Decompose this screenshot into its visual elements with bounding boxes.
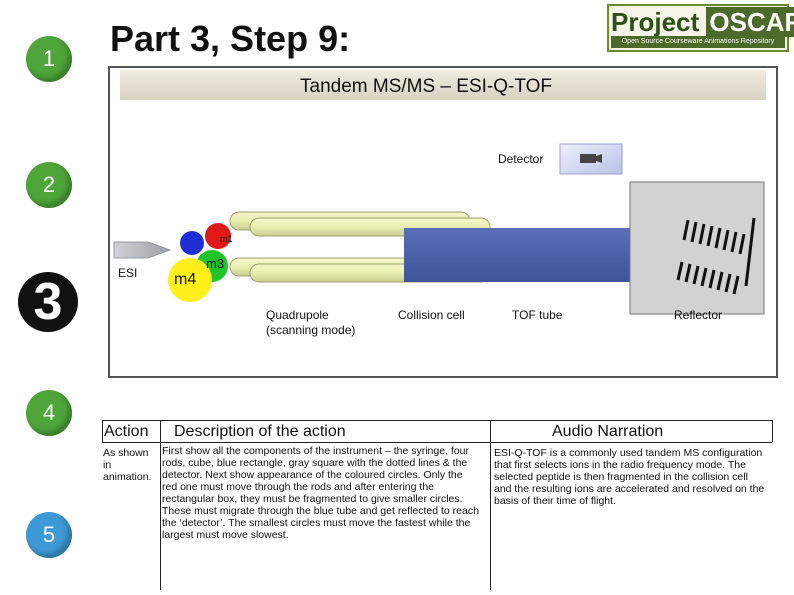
- ion-red: [205, 223, 231, 249]
- step-4-marker[interactable]: 4: [26, 390, 72, 436]
- logo-tagline: Open Source Courseware Animations Reposi…: [611, 36, 785, 48]
- page-title: Part 3, Step 9:: [110, 18, 351, 59]
- esi-syringe: [113, 241, 172, 259]
- table-right-rule: [772, 420, 773, 442]
- step-2-marker[interactable]: 2: [26, 162, 72, 208]
- action-header: Action: [104, 423, 149, 440]
- step-5-marker[interactable]: 5: [26, 512, 72, 558]
- quadrupole-label: Quadrupole (scanning mode): [266, 308, 356, 337]
- table-header-bottom-rule: [102, 442, 772, 443]
- description-header: Description of the action: [174, 423, 346, 440]
- detector-label: Detector: [498, 152, 544, 166]
- step-2-number: 2: [42, 172, 56, 197]
- reflector: [629, 181, 765, 315]
- table-left-rule: [102, 420, 103, 442]
- animation-panel: Tandem MS/MS – ESI-Q-TOF: [108, 66, 778, 378]
- step-1-number: 1: [42, 46, 56, 71]
- step-5-number: 5: [42, 522, 56, 547]
- step-1-marker[interactable]: 1: [26, 36, 72, 82]
- step-3-marker[interactable]: 3: [18, 272, 78, 332]
- table-action-divider: [160, 420, 161, 590]
- instrument-diagram: [113, 143, 765, 315]
- project-oscar-logo: Project OSCAR Open Source Courseware Ani…: [607, 4, 794, 52]
- logo-word-project: Project: [611, 7, 707, 37]
- action-table: Action Description of the action Audio N…: [100, 420, 773, 590]
- esi-label: ESI: [118, 266, 138, 280]
- logo-word-oscar: OSCAR: [706, 7, 794, 37]
- ion-m4-yellow: [168, 258, 212, 302]
- audio-narration-cell: ESI-Q-TOF is a commonly used tandem MS c…: [494, 447, 765, 507]
- detector-icon: [580, 154, 596, 163]
- m3-label: m3: [206, 256, 225, 271]
- table-header-top-rule: [102, 420, 772, 421]
- m1-label: m1: [220, 234, 233, 244]
- animation-banner: Tandem MS/MS – ESI-Q-TOF: [120, 70, 766, 100]
- audio-narration-header: Audio Narration: [552, 423, 664, 440]
- ion-m1-blue: [180, 231, 204, 255]
- table-description-divider: [490, 420, 491, 590]
- collision-cell-label: Collision cell: [398, 308, 465, 322]
- banner-title: Tandem MS/MS – ESI-Q-TOF: [300, 76, 552, 97]
- step-3-number: 3: [33, 273, 63, 331]
- description-cell: First show all the components of the ins…: [162, 445, 479, 541]
- action-cell: As shown in animation.: [103, 447, 152, 483]
- logo-wordmark: Project OSCAR: [611, 7, 794, 37]
- reflector-label: Reflector: [674, 308, 723, 322]
- step-4-number: 4: [42, 400, 56, 425]
- m4-label: m4: [174, 271, 197, 288]
- tof-tube: [404, 228, 642, 282]
- tof-tube-label: TOF tube: [512, 308, 563, 322]
- detector: [559, 143, 623, 175]
